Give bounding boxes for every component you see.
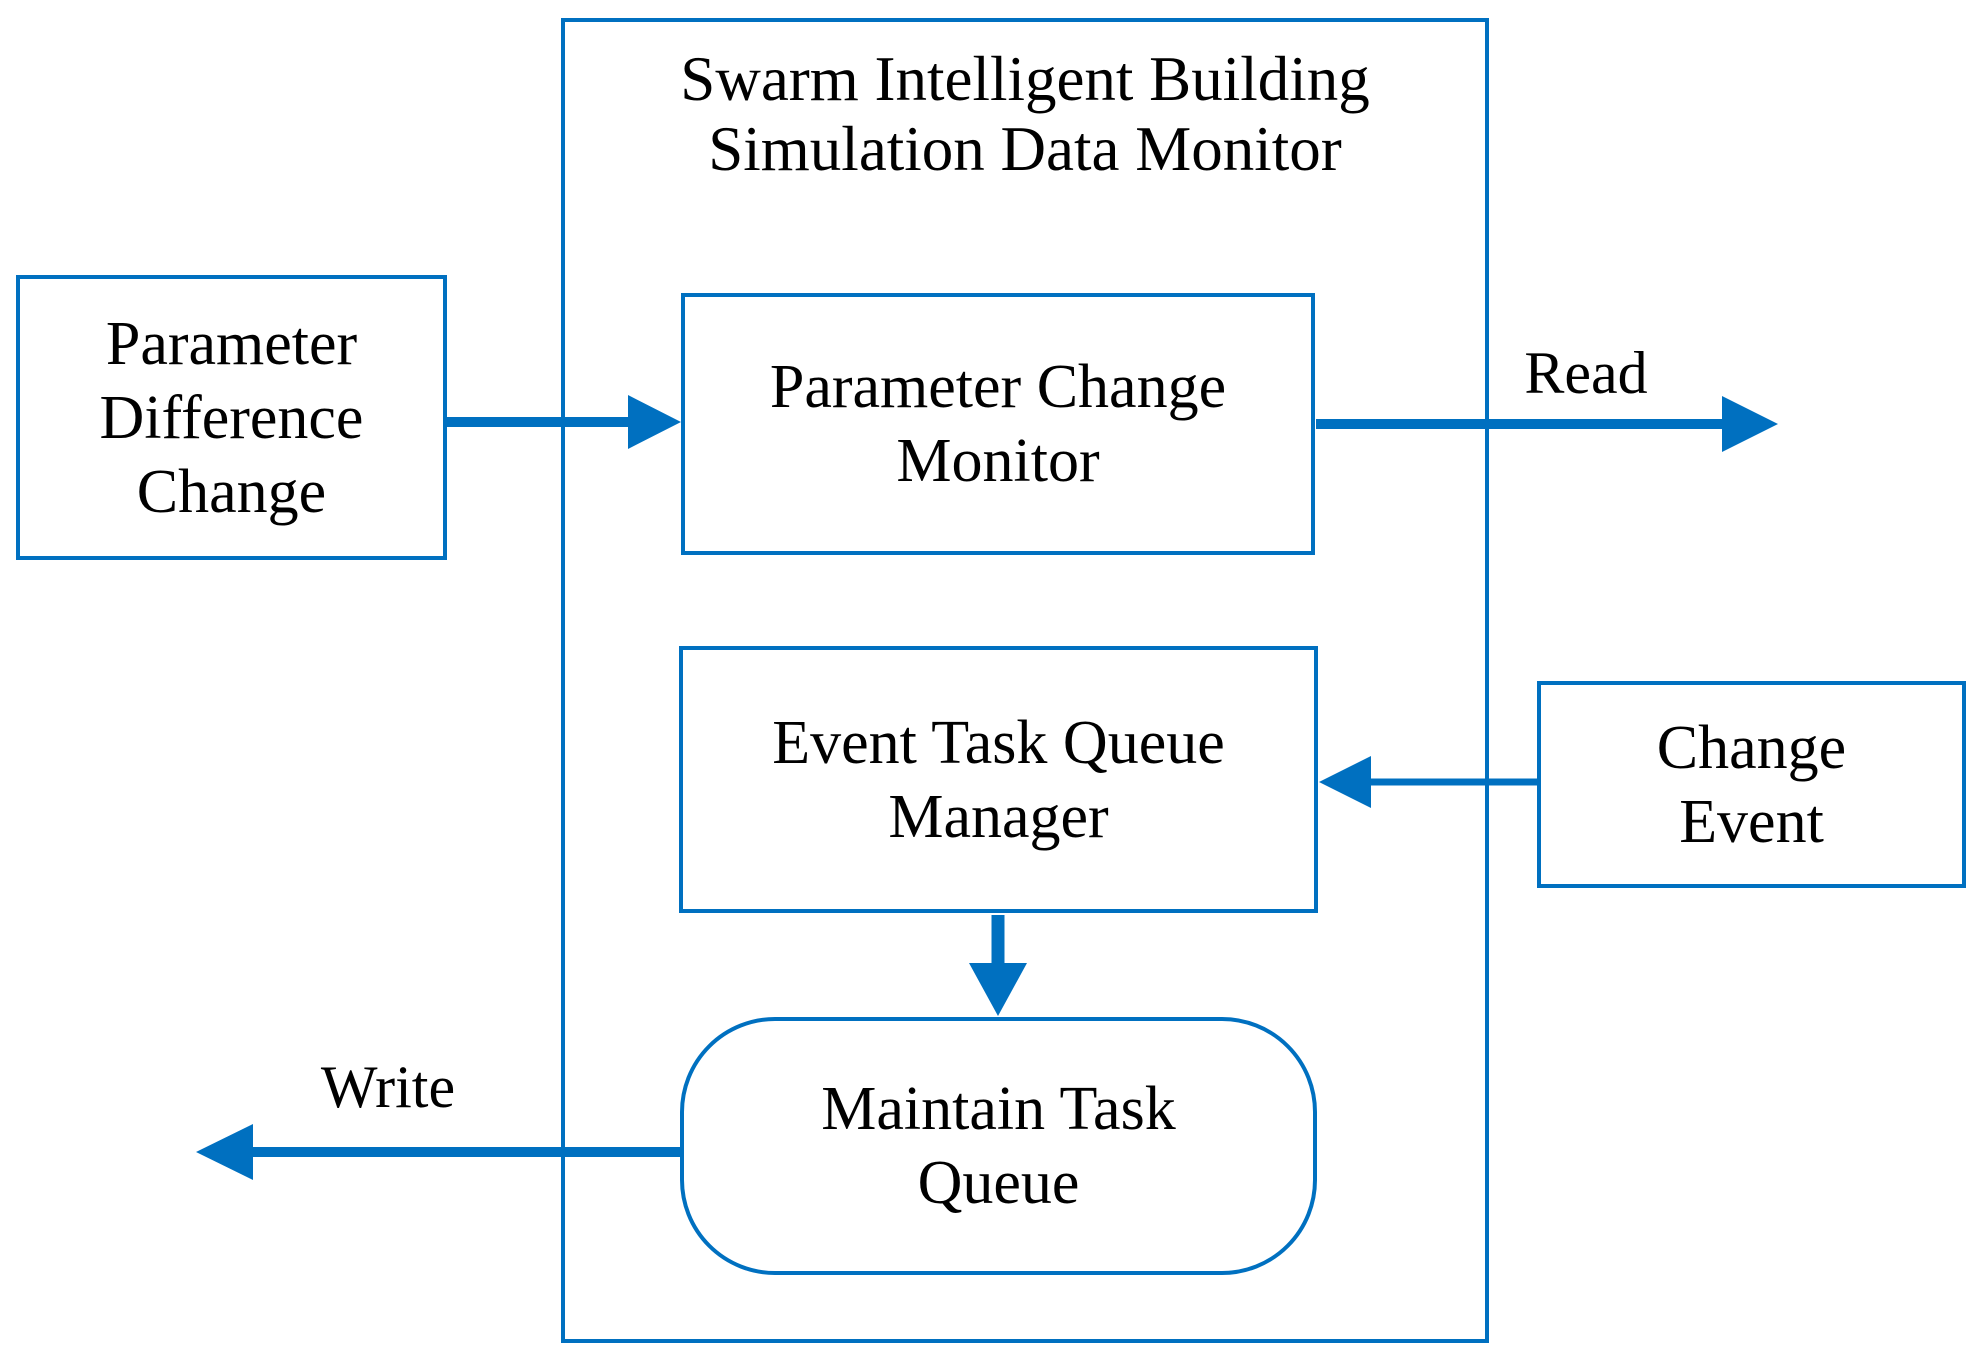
node-change-event: Change Event [1537, 681, 1966, 888]
write-edge-label: Write [320, 1054, 456, 1120]
node-event-task-queue-manager: Event Task Queue Manager [679, 646, 1318, 913]
node-label-line: Parameter [105, 309, 358, 378]
node-parameter-change-monitor: Parameter Change Monitor [681, 293, 1315, 555]
node-label-line: Event [1679, 787, 1824, 856]
diagram-title-line-1: Swarm Intelligent Building [680, 44, 1370, 114]
node-label-line: Queue [917, 1149, 1080, 1217]
node-label-line: Event Task Queue [772, 708, 1225, 777]
node-label-line: Maintain Task [821, 1075, 1176, 1143]
node-label-line: Parameter Change [769, 353, 1227, 421]
read-edge-label: Read [1524, 340, 1648, 406]
node-label-line: Manager [888, 782, 1109, 851]
diagram-title-line-2: Simulation Data Monitor [708, 114, 1342, 184]
node-label-line: Difference [99, 383, 364, 452]
node-parameter-difference-change: Parameter Difference Change [16, 275, 447, 560]
diagram-title: Swarm Intelligent Building Simulation Da… [565, 44, 1485, 184]
node-label-line: Change [1656, 713, 1847, 782]
node-label-line: Change [136, 457, 327, 526]
node-label-line: Monitor [896, 427, 1100, 495]
node-maintain-task-queue: Maintain Task Queue [680, 1017, 1317, 1275]
